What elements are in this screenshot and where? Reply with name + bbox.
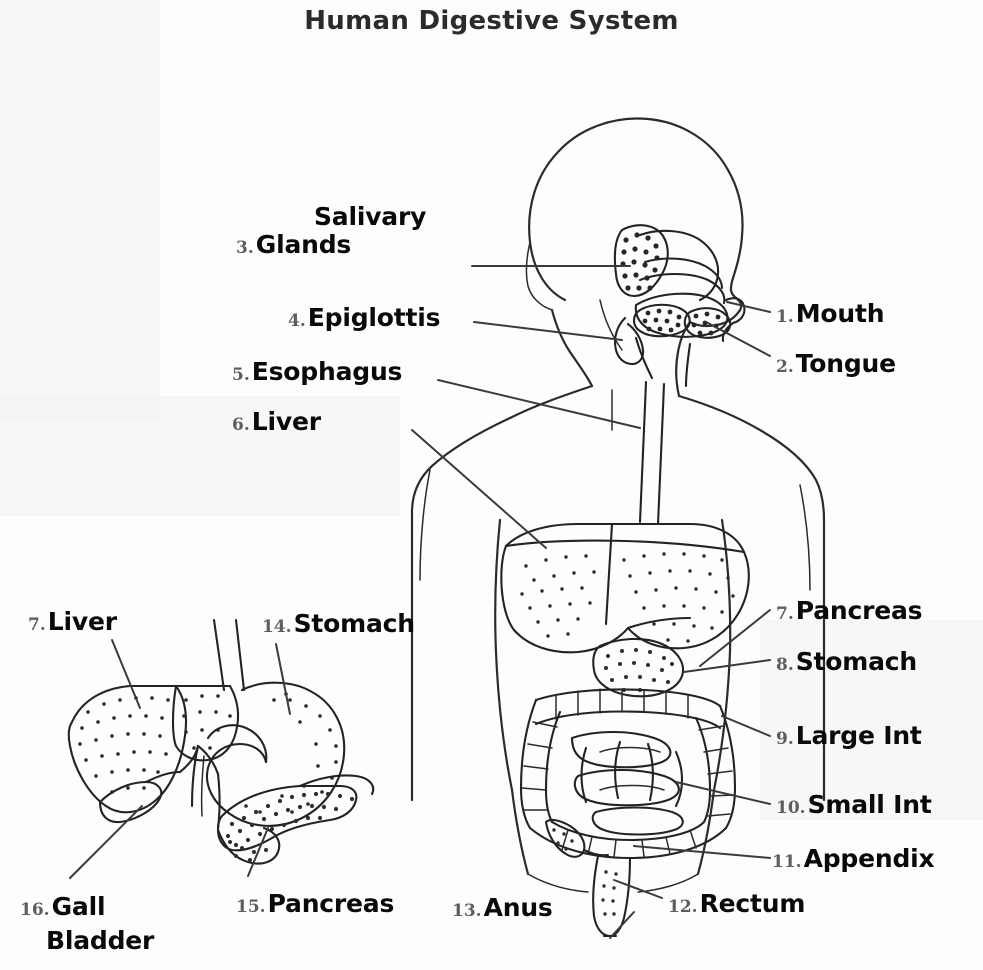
label-stomach-number: 8.	[776, 655, 794, 675]
label-small-intestine: 10.Small Int	[776, 791, 932, 819]
page-title: Human Digestive System	[304, 6, 679, 36]
label-esophagus-number: 5.	[232, 365, 250, 385]
appendix-organ	[544, 818, 610, 858]
leader-inset-stomach	[275, 643, 291, 715]
label-inset-pancreas: 15.Pancreas	[236, 890, 394, 918]
label-liver-main-number: 6.	[232, 415, 250, 435]
leader-esophagus	[437, 379, 641, 429]
label-anus: 13.Anus	[452, 894, 553, 922]
label-inset-liver-number: 7.	[28, 615, 46, 635]
label-inset-gall-line2: Bladder	[46, 925, 155, 955]
label-pancreas-text: Pancreas	[795, 596, 923, 625]
leader-appendix	[633, 845, 771, 859]
label-large-intestine-text: Large Int	[795, 721, 922, 750]
label-inset-pancreas-text: Pancreas	[267, 889, 395, 918]
label-appendix-text: Appendix	[803, 844, 935, 873]
label-inset-stomach-number: 14.	[262, 617, 292, 637]
label-inset-pancreas-number: 15.	[236, 897, 266, 917]
label-inset-liver-text: Liver	[47, 607, 117, 636]
label-inset-stomach: 14.Stomach	[262, 610, 415, 638]
salivary-glands-stipple	[613, 224, 732, 339]
label-inset-liver: 7.Liver	[28, 608, 117, 636]
leader-stomach	[683, 659, 771, 673]
leader-mouth	[726, 301, 771, 313]
head-outline	[525, 117, 744, 312]
label-epiglottis-number: 4.	[288, 311, 306, 331]
leader-small-int	[675, 781, 771, 805]
label-tongue-number: 2.	[776, 357, 794, 377]
leader-rectum	[613, 879, 663, 899]
leader-inset-liver	[111, 639, 141, 709]
label-mouth: 1.Mouth	[776, 299, 885, 328]
liver-organ	[500, 522, 750, 654]
label-mouth-number: 1.	[776, 307, 794, 327]
label-tongue-text: Tongue	[795, 349, 896, 378]
label-epiglottis-text: Epiglottis	[307, 303, 441, 332]
leader-epiglottis	[473, 321, 623, 341]
label-small-intestine-number: 10.	[776, 798, 806, 818]
leader-pancreas	[699, 609, 771, 667]
label-appendix: 11.Appendix	[772, 844, 935, 873]
label-rectum: 12.Rectum	[668, 890, 805, 918]
label-inset-gall-number: 16.	[20, 900, 50, 920]
label-anus-number: 13.	[452, 901, 482, 921]
label-inset-gall-bladder: 16.Gall Bladder	[20, 890, 154, 958]
label-inset-gall-line1: Gall	[51, 892, 106, 921]
leader-large-int	[721, 715, 771, 737]
label-salivary-word1: Salivary	[314, 202, 427, 231]
label-inset-stomach-text: Stomach	[293, 609, 415, 638]
label-esophagus: 5.Esophagus	[232, 358, 402, 386]
label-pancreas: 7.Pancreas	[776, 596, 923, 625]
leader-lines-inset	[69, 639, 291, 879]
label-salivary-word2: Glands	[255, 230, 352, 259]
label-stomach: 8.Stomach	[776, 648, 917, 676]
label-salivary-number: 3.	[236, 238, 254, 258]
stomach-organ	[592, 637, 684, 698]
rectum-organ	[592, 854, 632, 938]
esophagus-organ	[638, 380, 666, 526]
label-small-intestine-text: Small Int	[807, 790, 932, 819]
small-intestine-organ	[570, 730, 684, 836]
leader-tongue	[705, 321, 771, 357]
label-mouth-text: Mouth	[795, 299, 885, 328]
leader-inset-pancreas	[247, 827, 269, 877]
label-epiglottis: 4.Epiglottis	[288, 304, 440, 332]
label-pancreas-number: 7.	[776, 604, 794, 624]
large-intestine-organ	[519, 688, 737, 860]
label-large-intestine: 9.Large Int	[776, 722, 922, 750]
leader-inset-gall	[69, 805, 143, 879]
label-esophagus-text: Esophagus	[251, 357, 403, 386]
label-liver-main: 6.Liver	[232, 408, 321, 436]
label-rectum-number: 12.	[668, 897, 698, 917]
torso-outline	[410, 384, 826, 893]
label-stomach-text: Stomach	[795, 647, 918, 676]
leader-lines-main	[411, 265, 771, 939]
label-salivary-glands: Salivary 3.Glands	[236, 203, 426, 259]
leader-anus	[609, 911, 635, 939]
leader-liver-main	[411, 429, 547, 549]
label-liver-main-text: Liver	[251, 407, 321, 436]
inset-detail-artwork	[67, 618, 375, 865]
label-appendix-number: 11.	[772, 852, 802, 872]
label-anus-text: Anus	[483, 893, 553, 922]
label-tongue: 2.Tongue	[776, 350, 896, 378]
label-large-intestine-number: 9.	[776, 729, 794, 749]
label-rectum-text: Rectum	[699, 889, 806, 918]
